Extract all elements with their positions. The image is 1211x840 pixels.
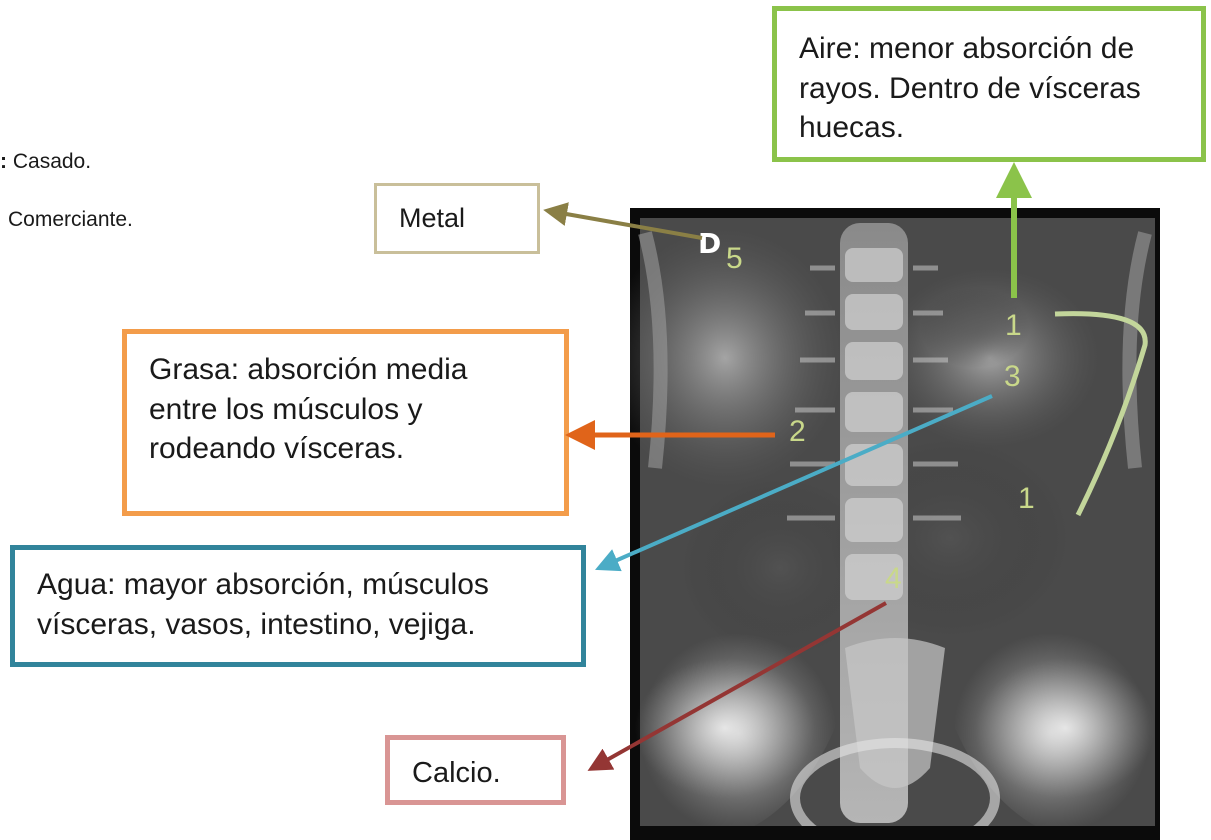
occupation-fragment: Comerciante. — [8, 208, 133, 231]
grasa-callout-box: Grasa: absorción media entre los músculo… — [122, 329, 569, 516]
calcio-callout-box: Calcio. — [385, 735, 566, 805]
region-number-4: 4 — [885, 562, 902, 595]
side-marker: D — [698, 227, 721, 260]
region-number-1-upper: 1 — [1005, 309, 1022, 342]
agua-callout-box: Agua: mayor absorción, músculos vísceras… — [10, 545, 586, 667]
aire-callout-box: Aire: menor absorción de rayos. Dentro d… — [772, 6, 1206, 162]
abdominal-xray-image: D 5 1 3 2 1 4 — [630, 208, 1160, 840]
region-number-3: 3 — [1004, 360, 1021, 393]
marital-status-fragment: : Casado. — [0, 150, 92, 173]
region-number-5: 5 — [726, 242, 743, 275]
region-number-2: 2 — [789, 415, 806, 448]
metal-callout-box: Metal — [374, 183, 540, 254]
region-number-1-lower: 1 — [1018, 482, 1035, 515]
